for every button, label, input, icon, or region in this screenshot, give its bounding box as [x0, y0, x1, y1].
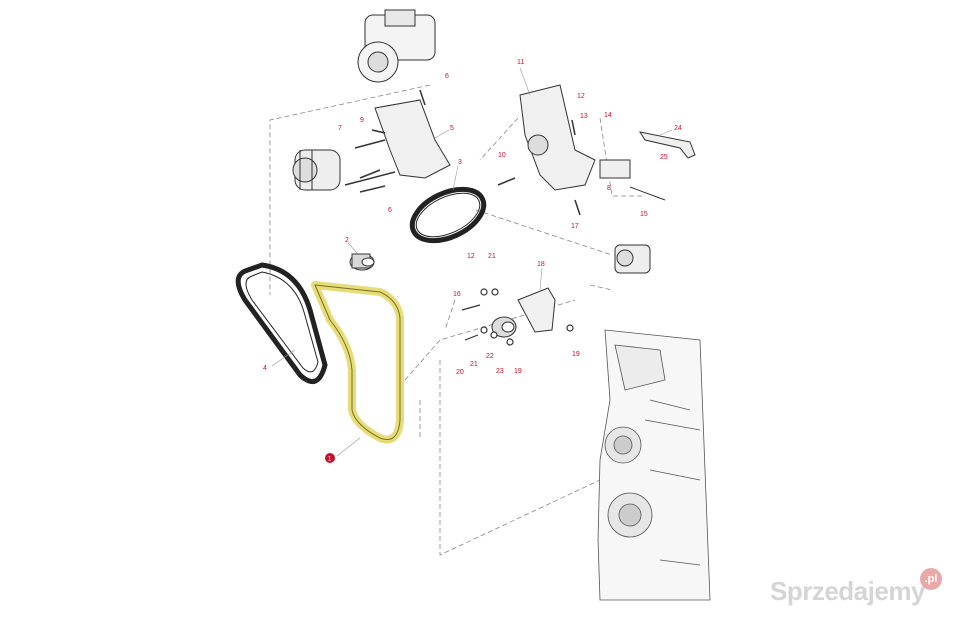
parts-8-25 [599, 159, 666, 201]
callout-25: 25 [660, 154, 668, 161]
watermark: Sprzedajemy .pl [770, 568, 950, 608]
callout-17: 17 [571, 223, 579, 230]
callout-15: 15 [640, 211, 648, 218]
callout-11: 11 [517, 59, 524, 66]
callout-7: 7 [338, 125, 342, 132]
callout-2: 2 [345, 237, 349, 244]
watermark-text: Sprzedajemy [770, 576, 925, 606]
watermark-logo-icon: .pl [920, 568, 942, 590]
callout-14: 14 [604, 112, 612, 119]
callout-10: 10 [498, 152, 506, 159]
engine-block [597, 329, 711, 601]
callout-3: 3 [458, 159, 462, 166]
callout-21a: 21 [488, 253, 496, 260]
callout-6b: 6 [388, 207, 392, 214]
belt-3 [409, 186, 487, 244]
bracket-11 [519, 84, 596, 191]
callout-8: 8 [607, 185, 611, 192]
callout-16: 16 [453, 291, 461, 298]
leader-lines [271, 67, 673, 457]
callout-1: 1 [328, 457, 332, 463]
belt-4 [235, 262, 328, 385]
callout-24: 24 [674, 125, 682, 132]
bolts-left [344, 89, 426, 193]
callout-5: 5 [450, 125, 454, 132]
callout-18: 18 [537, 261, 545, 268]
bracket-24 [638, 131, 696, 159]
belt-1-highlighted [311, 281, 404, 444]
callout-23: 23 [496, 368, 504, 375]
pump [614, 244, 651, 274]
callout-19b: 19 [572, 351, 580, 358]
tensioner-18 [491, 287, 556, 338]
compressor [357, 9, 436, 83]
bolts-right [497, 119, 581, 216]
pulley-2 [349, 253, 375, 271]
callout-12b: 12 [467, 253, 475, 260]
callout-22: 22 [486, 353, 494, 360]
alternator [292, 149, 341, 191]
callout-12a: 12 [577, 93, 585, 100]
callout-6a: 6 [445, 73, 449, 80]
callouts: 1 2 3 4 5 6 6 7 8 9 10 11 12 12 13 14 15… [263, 59, 682, 463]
callout-4: 4 [263, 365, 267, 372]
callout-1-marker [325, 453, 335, 463]
callout-21b: 21 [470, 361, 478, 368]
callout-20: 20 [456, 369, 464, 376]
callout-13: 13 [580, 113, 588, 120]
callout-9: 9 [360, 117, 364, 124]
callout-19a: 19 [514, 368, 522, 375]
hardware-middle [461, 288, 574, 346]
bracket-5 [374, 99, 451, 179]
